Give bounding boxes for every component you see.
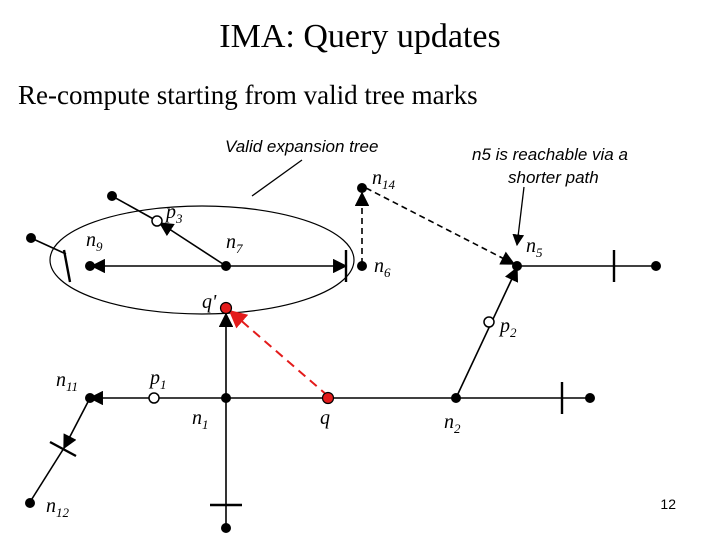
- node-end-n9: [26, 233, 36, 243]
- label-n2: n2: [444, 411, 461, 436]
- point-qprime: [219, 301, 233, 315]
- node-n14: [357, 183, 367, 193]
- edge-n14-n5: [365, 187, 516, 265]
- point-q: [321, 391, 335, 405]
- label-n5: n5: [526, 235, 543, 260]
- point-p1: [148, 392, 160, 404]
- node-n6: [357, 261, 367, 271]
- label-p2: p2: [498, 315, 517, 340]
- edge-n7-p3: [158, 222, 227, 267]
- node-end-p3: [107, 191, 117, 201]
- callout-line-reachable: [512, 186, 525, 247]
- label-p3: p3: [164, 201, 183, 226]
- edge-n9-end: [30, 237, 67, 255]
- node-end-n2: [585, 393, 595, 403]
- mark-n11-n12: [49, 440, 77, 458]
- node-labels: p3 n9 n7 n6 n14 n5 p2 q' n11 p1 n1 q n2 n12: [46, 167, 543, 520]
- mark-n9: [62, 249, 72, 283]
- label-qprime: q': [202, 291, 217, 313]
- label-n1: n1: [192, 407, 209, 432]
- slide-subtitle: Re-compute starting from valid tree mark…: [18, 80, 478, 110]
- annotation-reachable-line1: n5 is reachable via a: [472, 145, 628, 164]
- node-n11: [85, 393, 95, 403]
- label-q: q: [320, 407, 330, 429]
- node-n12: [25, 498, 35, 508]
- point-p2: [483, 316, 495, 328]
- node-end-n1: [221, 523, 231, 533]
- edge-n11-n12: [63, 397, 91, 450]
- label-n11: n11: [56, 369, 78, 394]
- point-p3: [151, 215, 163, 227]
- node-n7: [221, 261, 231, 271]
- annotation-valid-tree: Valid expansion tree: [225, 137, 378, 156]
- node-n5: [512, 261, 522, 271]
- node-n2: [451, 393, 461, 403]
- edge-n12-end: [29, 447, 65, 503]
- label-n9: n9: [86, 229, 103, 254]
- callout-line-valid-tree: [251, 159, 303, 197]
- node-n9: [85, 261, 95, 271]
- label-n12: n12: [46, 495, 70, 520]
- edge-p3-end: [111, 195, 158, 222]
- valid-tree-ellipse: [49, 205, 355, 315]
- label-n7: n7: [226, 231, 243, 256]
- edge-q-qprime: [228, 309, 329, 397]
- node-n1: [221, 393, 231, 403]
- label-n6: n6: [374, 255, 391, 280]
- edge-n2-n5: [455, 266, 519, 399]
- node-end-n5: [651, 261, 661, 271]
- annotation-reachable-line2: shorter path: [508, 168, 599, 187]
- slide-title: IMA: Query updates: [219, 18, 501, 55]
- label-p1: p1: [148, 367, 167, 392]
- label-n14: n14: [372, 167, 396, 192]
- page-number: 12: [660, 496, 676, 512]
